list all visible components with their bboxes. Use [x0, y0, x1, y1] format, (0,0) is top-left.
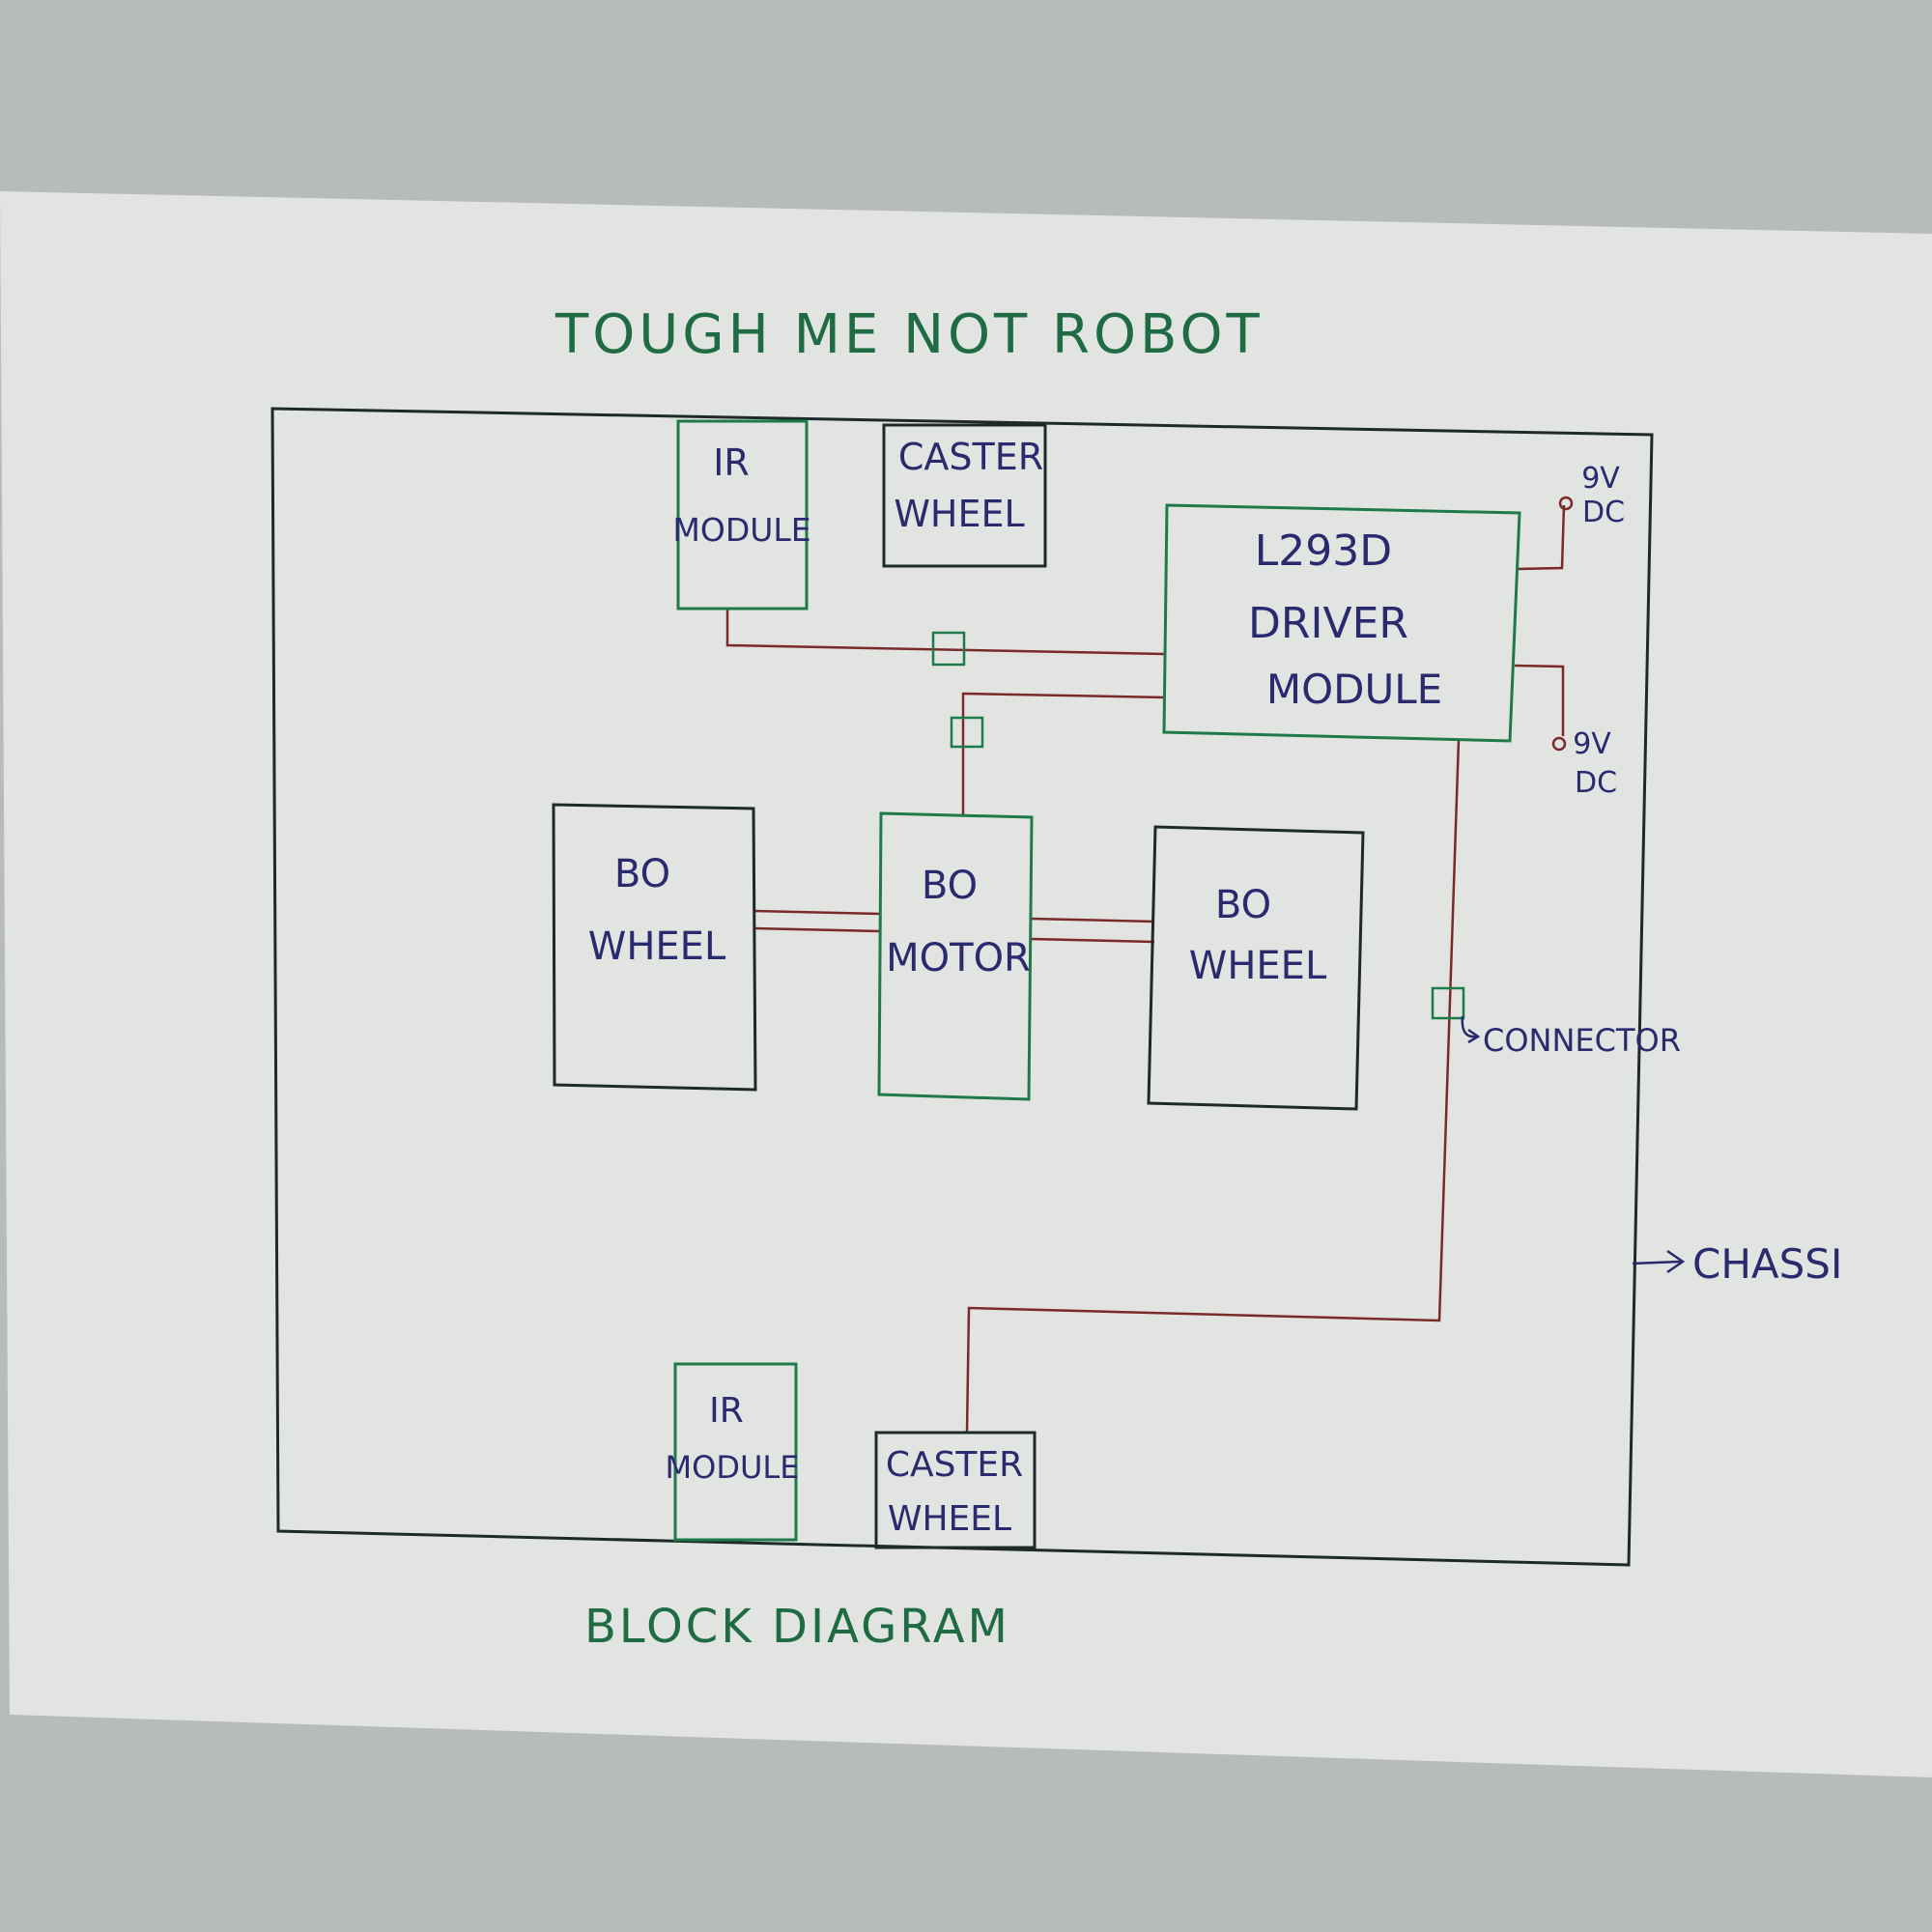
ir-bottom-line1: IR [709, 1391, 744, 1431]
caster-top-line2: WHEEL [894, 493, 1024, 535]
chassis-outline [270, 407, 1654, 1567]
power-label-top: 9V DC [1581, 462, 1625, 529]
wires [725, 504, 1566, 1434]
wire-power-bottom [1514, 664, 1565, 736]
chassis-arrowhead-icon [1666, 1249, 1686, 1274]
block-ir-top: IR MODULE [672, 419, 811, 611]
chassis-arrow-icon [1632, 1260, 1682, 1265]
caster-top-line1: CASTER [898, 436, 1043, 478]
connector-square-icon [931, 631, 966, 667]
caster-bottom-line1: CASTER [886, 1445, 1023, 1485]
ir-top-line1: IR [713, 441, 750, 484]
wire-driver-to-caster [965, 738, 1461, 1434]
axle-right-1 [1030, 917, 1155, 923]
driver-line3: MODULE [1266, 666, 1442, 713]
ir-bottom-line2: MODULE [666, 1449, 800, 1486]
wire-power-top [1517, 504, 1566, 571]
chassis-label: CHASSI [1632, 1240, 1842, 1288]
chassis-text: CHASSI [1692, 1240, 1842, 1288]
terminal-top-icon [1558, 496, 1574, 511]
paper-sheet [0, 191, 1932, 1777]
wheel-left-line2: WHEEL [588, 924, 726, 969]
block-caster-top: CASTER WHEEL [882, 423, 1047, 568]
axle-left-2 [753, 926, 882, 933]
wire-motor-to-driver [961, 692, 1167, 816]
connector-label: CONNECTOR [1461, 1015, 1681, 1059]
block-wheel-left: BO WHEEL [552, 803, 757, 1092]
wheel-left-line1: BO [614, 852, 670, 896]
wheel-right-line2: WHEEL [1189, 944, 1327, 988]
connector-text: CONNECTOR [1483, 1022, 1681, 1059]
power-bottom-line1: 9V [1573, 727, 1611, 761]
block-driver-module: L293D DRIVER MODULE [1162, 503, 1521, 743]
axle-right-2 [1030, 937, 1155, 944]
power-bottom-line2: DC [1575, 766, 1617, 800]
connector-arrow-icon [1461, 1015, 1477, 1038]
block-motor: BO MOTOR [877, 811, 1034, 1101]
wheel-right-line1: BO [1215, 883, 1271, 927]
block-caster-bottom: CASTER WHEEL [874, 1431, 1037, 1549]
diagram-title: TOUGH ME NOT ROBOT [554, 303, 1264, 366]
connector-square-icon [1431, 986, 1465, 1020]
driver-line2: DRIVER [1248, 599, 1408, 648]
driver-line1: L293D [1255, 526, 1392, 576]
axle-left-1 [753, 909, 882, 916]
connector-square-icon [950, 716, 984, 749]
power-label-bottom: 9V DC [1573, 727, 1617, 800]
caster-bottom-line2: WHEEL [888, 1499, 1011, 1539]
diagram-caption: BLOCK DIAGRAM [584, 1600, 1010, 1654]
wire-ir-to-driver [725, 609, 1165, 656]
power-top-line1: 9V [1581, 462, 1620, 496]
ir-top-line2: MODULE [672, 511, 810, 549]
power-top-line2: DC [1582, 496, 1625, 529]
connector-arrowhead-icon [1467, 1028, 1481, 1044]
motor-line2: MOTOR [886, 936, 1031, 980]
terminal-bottom-icon [1551, 736, 1567, 752]
block-ir-bottom: IR MODULE [666, 1362, 800, 1542]
block-wheel-right: BO WHEEL [1147, 825, 1365, 1111]
motor-line1: BO [922, 864, 978, 908]
